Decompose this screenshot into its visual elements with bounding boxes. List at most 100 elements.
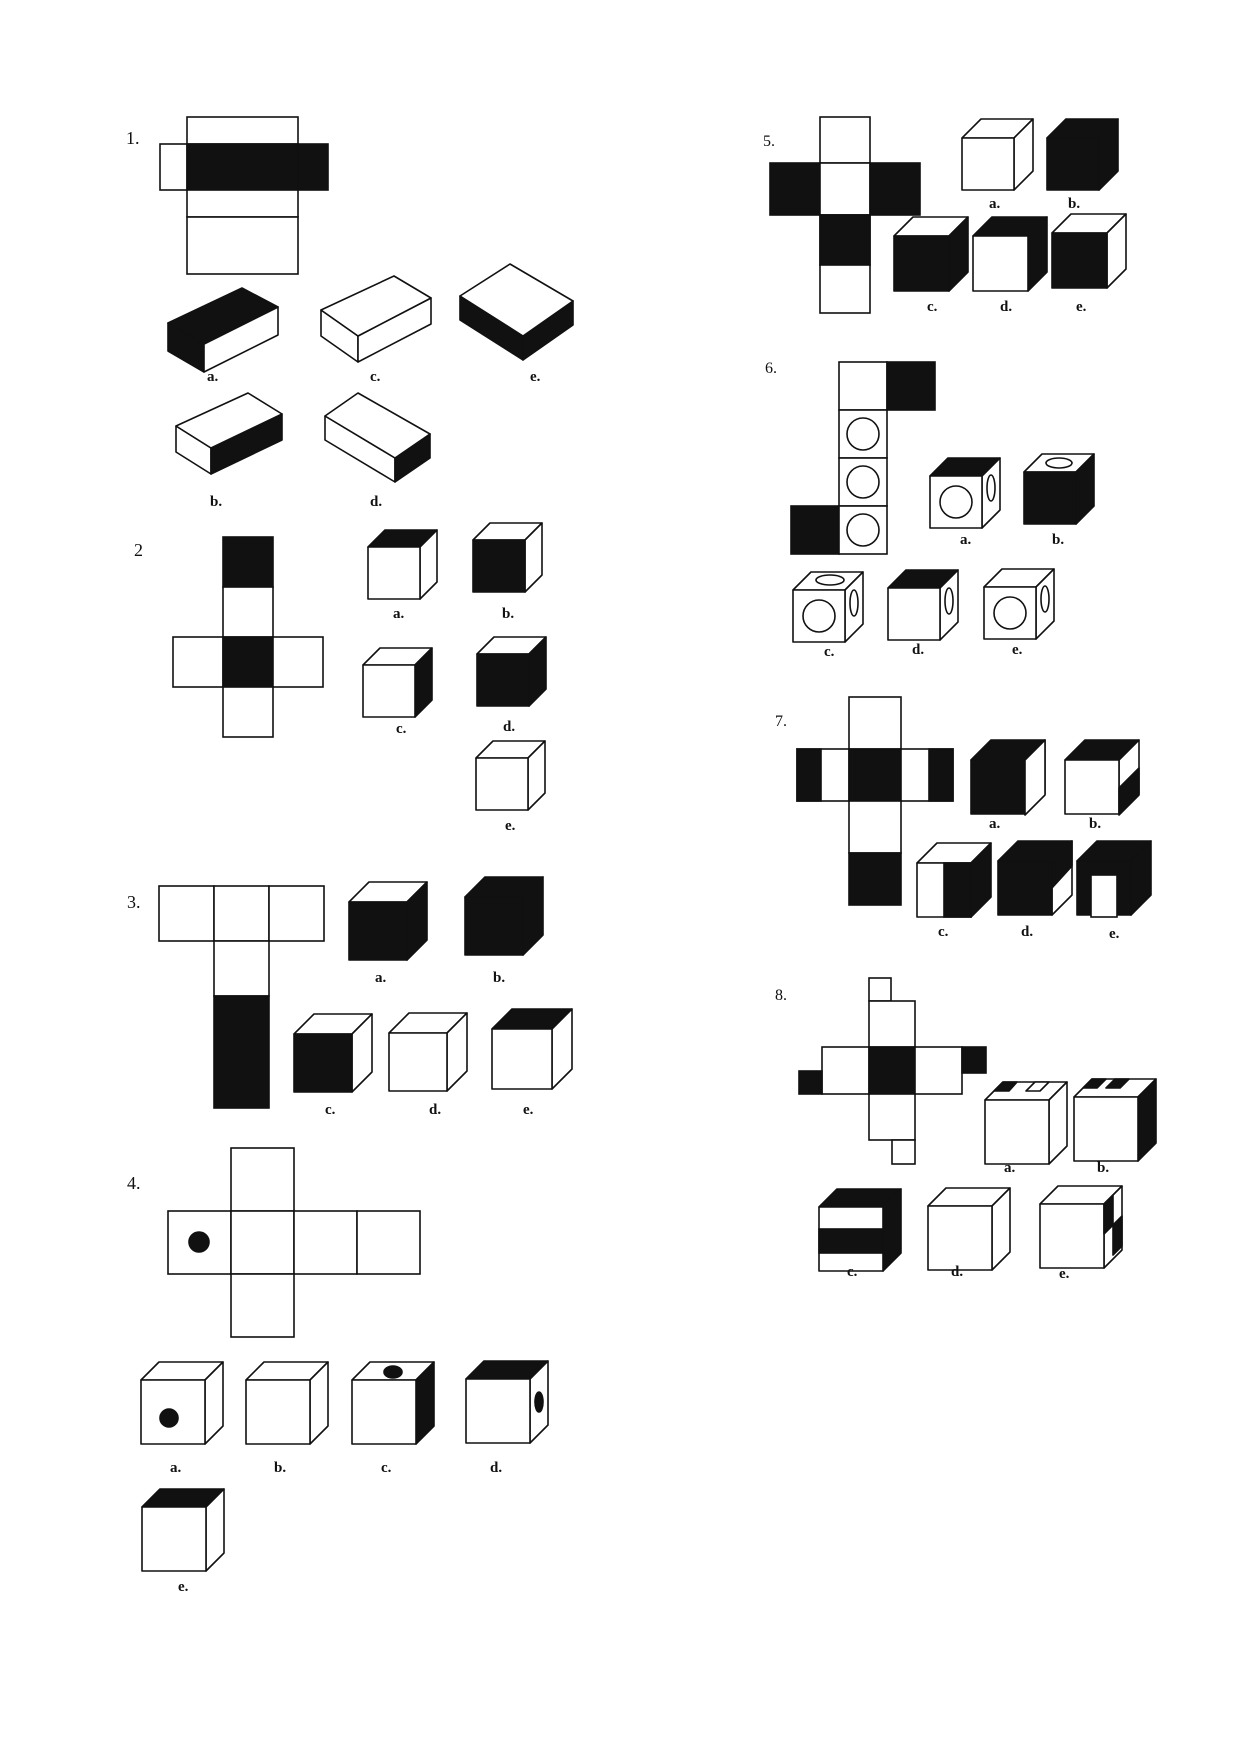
net-face — [186, 116, 299, 145]
net-face — [213, 940, 270, 997]
cube-front-face — [983, 586, 1037, 640]
net-face — [230, 1147, 295, 1212]
cube-front-face — [348, 901, 408, 961]
cube-front-face — [351, 1379, 417, 1445]
oval-symbol — [944, 587, 954, 615]
dot-symbol — [188, 1231, 210, 1253]
net-face — [158, 885, 215, 942]
circle-symbol — [846, 465, 880, 499]
option-label: b. — [1068, 196, 1080, 212]
cube-front-band — [818, 1228, 884, 1254]
checker-mark — [1082, 1078, 1107, 1089]
question-number: 2 — [134, 540, 143, 560]
question-5: 5.a.b.c.d.e. — [763, 116, 1127, 315]
oval-symbol — [849, 589, 859, 617]
cube-front-face — [792, 589, 846, 643]
cube-front-face — [1046, 137, 1100, 191]
option-label: b. — [210, 494, 222, 510]
option-label: a. — [393, 606, 405, 622]
cube-front-face — [475, 757, 529, 811]
net-face — [230, 1273, 295, 1338]
option-label: c. — [938, 924, 949, 940]
question-1: 1.a.c.e.b.d. — [126, 116, 574, 510]
question-number: 1. — [126, 128, 140, 148]
net-face — [848, 852, 902, 906]
net-face — [186, 143, 299, 191]
question-3: 3.a.b.c.d.e. — [127, 876, 573, 1118]
option-label: e. — [1109, 926, 1120, 942]
option-label: d. — [912, 642, 924, 658]
cube-side-stripe — [1024, 739, 1046, 816]
option-label: c. — [325, 1102, 336, 1118]
cube-front-face — [972, 235, 1029, 292]
question-8: 8.a.b.c.d.e. — [775, 977, 1157, 1282]
question-number: 7. — [775, 713, 787, 730]
option-label: b. — [1097, 1160, 1109, 1176]
net-face — [272, 636, 324, 688]
box-top-face — [324, 392, 431, 459]
option-label: c. — [847, 1264, 858, 1280]
checker-mark — [1105, 1078, 1130, 1089]
net-face — [868, 977, 892, 1002]
cube-front-face — [141, 1506, 207, 1572]
checker-mark — [1112, 1215, 1123, 1256]
cube-front-face — [367, 546, 421, 600]
cube-front-face — [388, 1032, 448, 1092]
net-face — [848, 696, 902, 750]
option-label: a. — [375, 970, 387, 986]
cube-side-stripe — [1118, 767, 1140, 816]
circle-symbol — [846, 513, 880, 547]
net-face — [848, 800, 902, 854]
net-face — [928, 748, 954, 802]
net-face — [222, 586, 274, 638]
option-label: d. — [490, 1460, 502, 1476]
net-face — [914, 1046, 963, 1095]
net-face — [186, 189, 299, 218]
net-face — [798, 1070, 823, 1095]
question-2: 2a.b.c.d.e. — [134, 522, 547, 834]
option-label: c. — [381, 1460, 392, 1476]
box-top-face — [459, 263, 574, 337]
net-face — [819, 264, 871, 314]
option-label: c. — [824, 644, 835, 660]
oval-symbol — [1040, 585, 1050, 613]
oval-symbol — [1045, 457, 1073, 469]
dot-symbol — [159, 1408, 179, 1428]
option-label: d. — [1021, 924, 1033, 940]
checker-mark — [1025, 1081, 1050, 1092]
option-label: c. — [396, 721, 407, 737]
box-top-face — [320, 275, 432, 337]
net-face — [819, 116, 871, 164]
option-label: e. — [530, 369, 541, 385]
net-face — [868, 1046, 916, 1095]
dot-symbol — [534, 1391, 544, 1413]
cube-front-face — [472, 539, 526, 593]
cube-front-face — [293, 1033, 353, 1093]
option-label: a. — [170, 1460, 182, 1476]
box-top-face — [175, 392, 283, 449]
cube-front-face — [927, 1205, 993, 1271]
net-face — [769, 162, 821, 216]
net-face — [790, 505, 840, 555]
oval-symbol — [815, 574, 845, 586]
dot-symbol — [383, 1365, 403, 1379]
question-7: 7.a.b.c.d.e. — [775, 696, 1152, 942]
box-top-face — [167, 287, 279, 345]
net-face — [172, 636, 224, 688]
question-number: 6. — [765, 360, 777, 377]
option-label: c. — [927, 299, 938, 315]
net-face — [819, 214, 871, 266]
question-number: 5. — [763, 133, 775, 150]
option-label: b. — [274, 1460, 286, 1476]
circle-symbol — [846, 417, 880, 451]
cube-front-face — [970, 759, 1026, 815]
option-label: e. — [1076, 299, 1087, 315]
option-label: e. — [1012, 642, 1023, 658]
net-face — [891, 1139, 916, 1165]
net-face — [961, 1046, 987, 1074]
net-face — [297, 143, 329, 191]
checker-mark — [993, 1081, 1018, 1092]
cube-front-face — [465, 1378, 531, 1444]
net-face — [213, 885, 270, 942]
